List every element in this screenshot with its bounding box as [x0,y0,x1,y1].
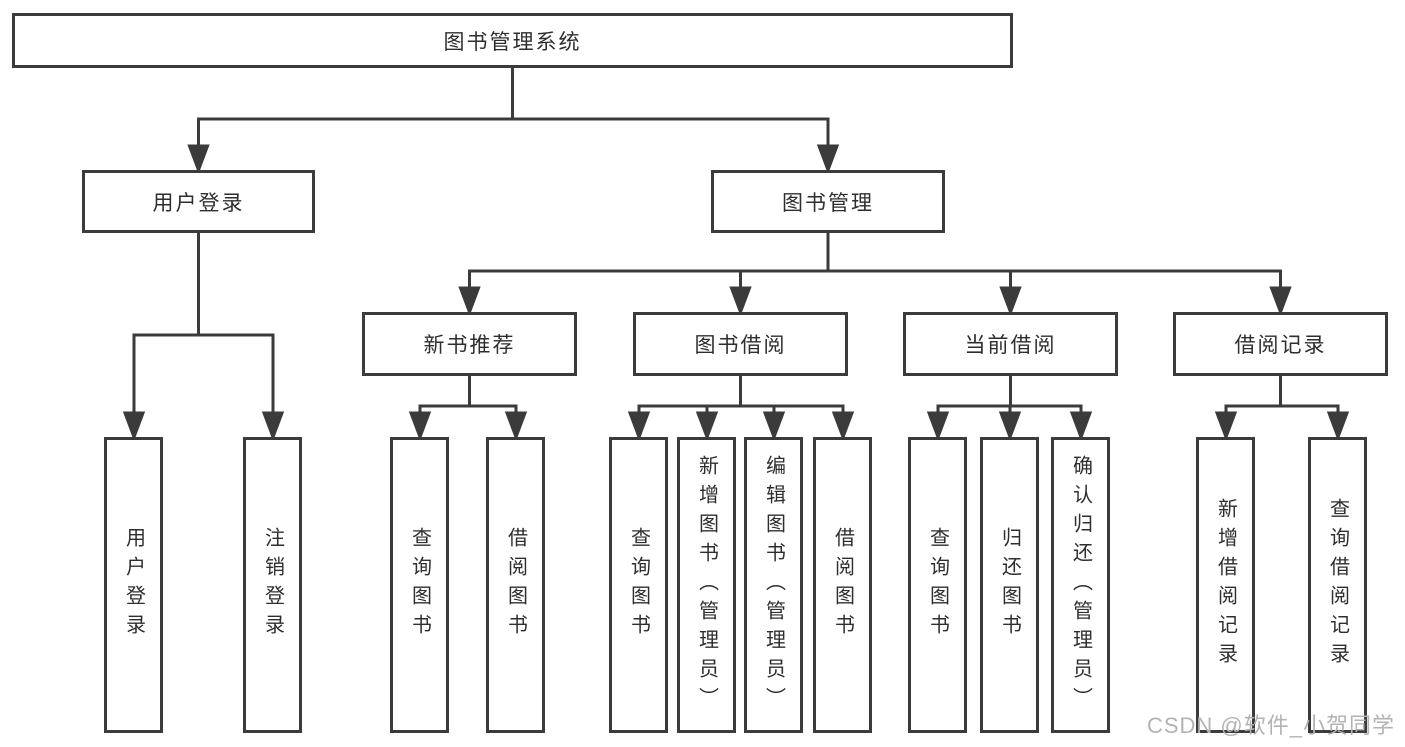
node-user-login-label: 用户登录 [152,191,245,215]
node-new-book-recommend-label: 新书推荐 [423,334,516,357]
leaf-query-books-borrow: 查询图书 [609,437,668,733]
node-borrow-record: 借阅记录 [1173,312,1388,376]
node-root-label: 图书管理系统 [443,30,582,54]
leaf-edit-books-admin-label: 编辑图书（管理员） [762,454,785,716]
leaf-add-books-admin: 新增图书（管理员） [677,437,736,733]
leaf-borrow-books-label: 借阅图书 [831,527,854,643]
leaf-query-borrow-record-label: 查询借阅记录 [1326,498,1349,672]
leaf-edit-books-admin: 编辑图书（管理员） [744,437,803,733]
leaf-add-books-admin-label: 新增图书（管理员） [695,454,718,716]
leaf-query-books-current: 查询图书 [908,437,967,733]
leaf-borrow-books-recommend-label: 借阅图书 [504,527,527,643]
leaf-logout-login: 注销登录 [243,437,302,733]
leaf-logout-login-label: 注销登录 [261,527,284,643]
node-borrow-record-label: 借阅记录 [1234,334,1327,357]
leaf-confirm-return-admin-label: 确认归还（管理员） [1069,454,1092,716]
node-book-management-label: 图书管理 [782,191,874,215]
node-root: 图书管理系统 [12,13,1013,68]
node-current-borrow: 当前借阅 [903,312,1118,376]
leaf-query-books-recommend-label: 查询图书 [408,527,431,643]
node-user-login: 用户登录 [82,170,315,233]
node-current-borrow-label: 当前借阅 [964,334,1057,357]
leaf-add-borrow-record-label: 新增借阅记录 [1214,498,1237,672]
node-new-book-recommend: 新书推荐 [362,312,577,376]
leaf-add-borrow-record: 新增借阅记录 [1196,437,1255,733]
node-book-borrow-label: 图书借阅 [694,334,787,357]
node-book-borrow: 图书借阅 [633,312,848,376]
leaf-query-borrow-record: 查询借阅记录 [1308,437,1367,733]
leaf-return-books-label: 归还图书 [998,527,1021,643]
leaf-query-books-current-label: 查询图书 [926,527,949,643]
leaf-confirm-return-admin: 确认归还（管理员） [1051,437,1110,733]
leaf-user-login: 用户登录 [104,437,163,733]
node-book-management: 图书管理 [711,170,945,233]
leaf-borrow-books-recommend: 借阅图书 [486,437,545,733]
leaf-query-books-borrow-label: 查询图书 [627,527,650,643]
leaf-return-books: 归还图书 [980,437,1039,733]
leaf-borrow-books: 借阅图书 [813,437,872,733]
leaf-user-login-label: 用户登录 [122,527,145,643]
leaf-query-books-recommend: 查询图书 [390,437,449,733]
